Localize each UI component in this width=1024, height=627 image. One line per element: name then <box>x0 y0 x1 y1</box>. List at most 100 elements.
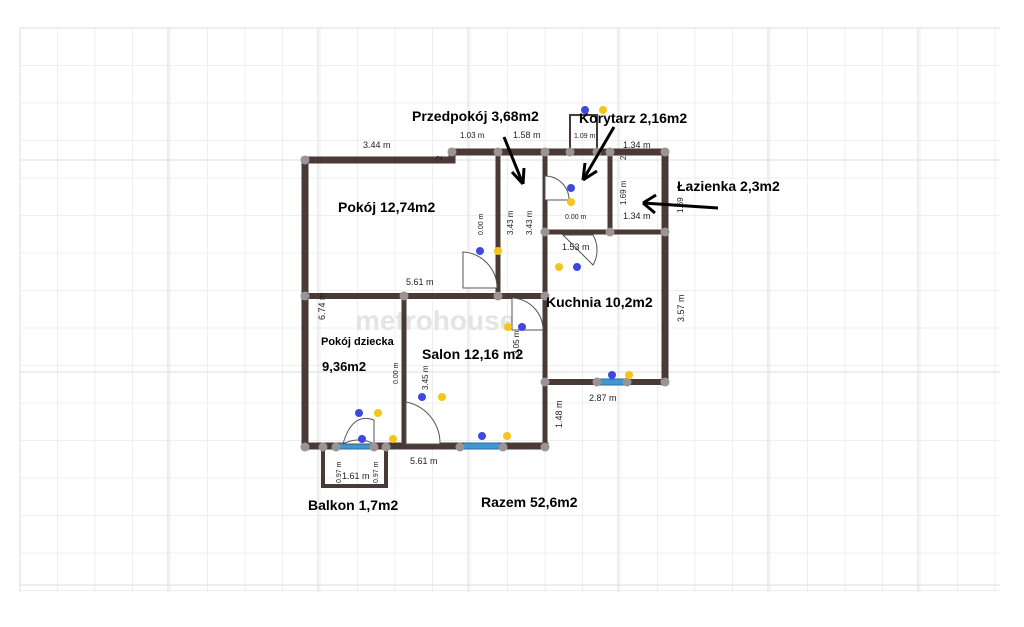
arrow-head <box>642 193 657 215</box>
dim-kitchen-top: 1.53 m <box>562 242 590 252</box>
wall-joint <box>498 442 508 452</box>
dim-top-mid-b: 1.58 m <box>513 130 541 140</box>
dim-salon-right: 1.48 m <box>554 400 564 428</box>
dim-salon-door: 3.05 m <box>512 330 521 355</box>
dim-corridor-zero: 0.00 m <box>565 214 587 221</box>
grid-layer <box>19 27 1000 592</box>
dim-bottom: 5.61 m <box>410 456 438 466</box>
socket-blue <box>567 184 575 192</box>
wall-joint <box>540 291 550 301</box>
doors-layer <box>342 175 598 445</box>
socket-blue <box>573 263 581 271</box>
arrow-shaft <box>642 201 719 210</box>
dim-mark-2b: 2 <box>619 155 628 160</box>
socket-yellow <box>389 435 397 443</box>
dim-hall-b: 3.43 m <box>525 210 534 235</box>
wall-joint <box>605 147 615 157</box>
dim-hall-a: 3.43 m <box>506 210 515 235</box>
wall-joint <box>455 442 465 452</box>
dim-top-door: 1.09 m <box>574 133 596 140</box>
wall-joint <box>540 227 550 237</box>
room-label-pokoj: Pokój 12,74m2 <box>338 199 435 215</box>
door-swing <box>405 401 441 445</box>
arrow-head <box>510 167 526 186</box>
socket-yellow <box>503 432 511 440</box>
wall-joint <box>399 291 409 301</box>
total-area-label: Razem 52,6m2 <box>481 494 578 510</box>
room-label-lazienka: Łazienka 2,3m2 <box>677 178 780 194</box>
dim-bath-inner-bottom: 1.34 m <box>623 211 651 221</box>
dim-salon-zero: 0.00 m <box>393 362 400 384</box>
room-label-kuchnia: Kuchnia 10,2m2 <box>546 294 653 310</box>
dim-balcony-a: 0.97 m <box>336 461 343 483</box>
arrow-shaft <box>502 136 525 185</box>
dim-top-left: 3.44 m <box>363 140 391 150</box>
dim-balcony-width: 1.61 m <box>342 471 370 481</box>
wall-joint <box>540 377 550 387</box>
dim-bath-right: 1.69 <box>676 197 685 213</box>
wall-joint <box>565 147 575 157</box>
wall-joint <box>622 377 632 387</box>
wall-joint <box>660 227 670 237</box>
room-label-balkon: Balkon 1,7m2 <box>308 497 398 513</box>
room-label-przedpokoj: Przedpokój 3,68m2 <box>412 108 539 124</box>
arrow-head <box>581 162 598 182</box>
dim-mark-2a: 2 <box>435 155 444 160</box>
socket-blue <box>478 432 486 440</box>
socket-yellow <box>599 106 607 114</box>
dim-middle: 5.61 m <box>406 277 434 287</box>
socket-blue <box>476 247 484 255</box>
dim-top-mid-a: 1.03 m <box>460 131 485 140</box>
dim-hall-door-zero: 0.00 m <box>478 213 485 235</box>
wall-joint <box>331 442 341 452</box>
dim-left-wall: 6.74 m <box>317 292 327 320</box>
door-swing <box>511 297 544 331</box>
wall-joint <box>660 147 670 157</box>
socket-blue <box>518 323 526 331</box>
wall-joint <box>318 442 328 452</box>
room-area-pokoj-dziecka: 9,36m2 <box>322 359 366 374</box>
socket-blue <box>418 393 426 401</box>
wall-joint <box>447 147 457 157</box>
wall-joint <box>605 227 615 237</box>
socket-yellow <box>555 263 563 271</box>
door-swing <box>544 175 570 201</box>
watermark: metrohouse <box>355 305 515 336</box>
wall-joint <box>592 377 602 387</box>
wall-joint <box>300 291 310 301</box>
door-swing <box>342 418 375 445</box>
socket-yellow <box>374 409 382 417</box>
dim-kitchen-bottom: 2.87 m <box>589 393 617 403</box>
arrows-layer <box>502 126 719 215</box>
socket-blue <box>608 371 616 379</box>
socket-yellow <box>494 247 502 255</box>
wall-joint <box>300 442 310 452</box>
window <box>459 442 504 450</box>
door-swing <box>561 234 598 266</box>
room-label-pokoj-dziecka: Pokój dziecka <box>321 336 395 348</box>
socket-blue <box>581 106 589 114</box>
socket-yellow <box>567 198 575 206</box>
wall-joint <box>381 442 391 452</box>
wall-joint <box>540 442 550 452</box>
wall-joint <box>493 291 503 301</box>
wall-joint <box>493 147 503 157</box>
dim-balcony-b: 0.97 m <box>373 461 380 483</box>
sockets-layer <box>355 106 633 443</box>
wall-joint <box>660 377 670 387</box>
wall-joint <box>369 442 379 452</box>
room-label-korytarz: Korytarz 2,16m2 <box>579 110 687 126</box>
walls-layer <box>301 114 669 488</box>
arrow-shaft <box>581 126 616 181</box>
room-label-salon: Salon 12,16 m2 <box>422 346 523 362</box>
door-swing <box>462 251 498 289</box>
socket-yellow <box>438 393 446 401</box>
socket-blue <box>358 435 366 443</box>
wall-joint <box>540 147 550 157</box>
socket-blue <box>355 409 363 417</box>
socket-yellow <box>625 371 633 379</box>
dim-kitchen-right: 3.57 m <box>676 294 686 322</box>
wall-joint <box>300 155 310 165</box>
dim-bath-height: 1.69 m <box>619 180 628 205</box>
